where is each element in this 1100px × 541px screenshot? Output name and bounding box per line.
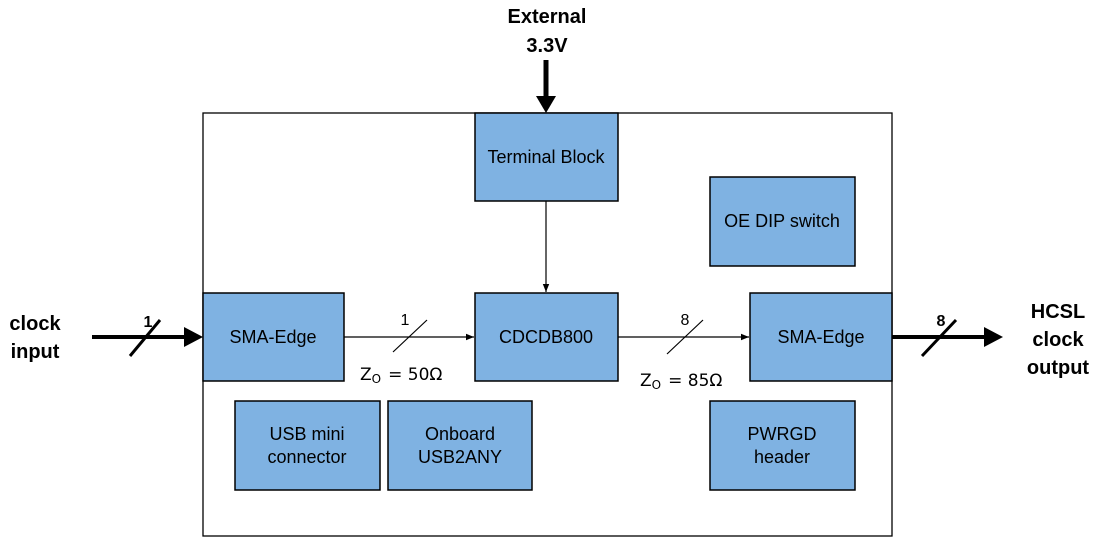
external-supply-arrow <box>536 60 556 113</box>
sma-edge-input-label: SMA-Edge <box>229 327 316 347</box>
clock-input-label-line1: clock <box>9 313 61 335</box>
sma-edge-input-block: SMA-Edge <box>202 292 345 382</box>
pwrgd-header-block: PWRGD header <box>709 400 856 491</box>
cdc-to-sma-line <box>618 319 749 355</box>
sma-edge-output-label: SMA-Edge <box>777 327 864 347</box>
clock-output-arrow <box>892 318 1003 358</box>
usb-mini-label-line2: connector <box>267 447 346 467</box>
input-bus-width: 1 <box>144 314 153 331</box>
cdcdb800-label: CDCDB800 <box>499 327 593 347</box>
onboard-usb2any-block: Onboard USB2ANY <box>387 400 533 491</box>
usb-mini-label-line1: USB mini <box>269 424 344 444</box>
clock-input-arrow <box>92 319 203 357</box>
cdc-to-sma-bus-width: 8 <box>681 312 690 329</box>
sma-to-cdc-bus-width: 1 <box>401 312 410 329</box>
hcsl-output-label-line3: output <box>1027 357 1090 379</box>
external-supply-label-line2: 3.3V <box>526 35 568 57</box>
impedance-50-label: ZO= 50Ω <box>360 365 442 386</box>
sma-edge-output-block: SMA-Edge <box>749 292 893 382</box>
usb2any-label-line2: USB2ANY <box>418 447 502 467</box>
external-supply-label-line1: External <box>508 6 587 28</box>
hcsl-output-label-line2: clock <box>1032 329 1084 351</box>
terminal-block-label: Terminal Block <box>487 147 605 167</box>
pwrgd-label-line2: header <box>754 447 810 467</box>
usb2any-label-line1: Onboard <box>425 424 495 444</box>
clock-input-label-line2: input <box>11 341 60 363</box>
hcsl-output-label-line1: HCSL <box>1031 301 1085 323</box>
sma-to-cdc-line <box>344 319 474 353</box>
impedance-85-label: ZO= 85Ω <box>640 371 722 392</box>
oe-dip-switch-block: OE DIP switch <box>709 176 856 267</box>
cdcdb800-block: CDCDB800 <box>474 292 619 382</box>
oe-dip-switch-label: OE DIP switch <box>724 211 840 231</box>
usb-mini-connector-block: USB mini connector <box>234 400 381 491</box>
output-bus-width: 8 <box>937 313 946 330</box>
terminal-block: Terminal Block <box>474 112 619 202</box>
pwrgd-label-line1: PWRGD <box>748 424 817 444</box>
